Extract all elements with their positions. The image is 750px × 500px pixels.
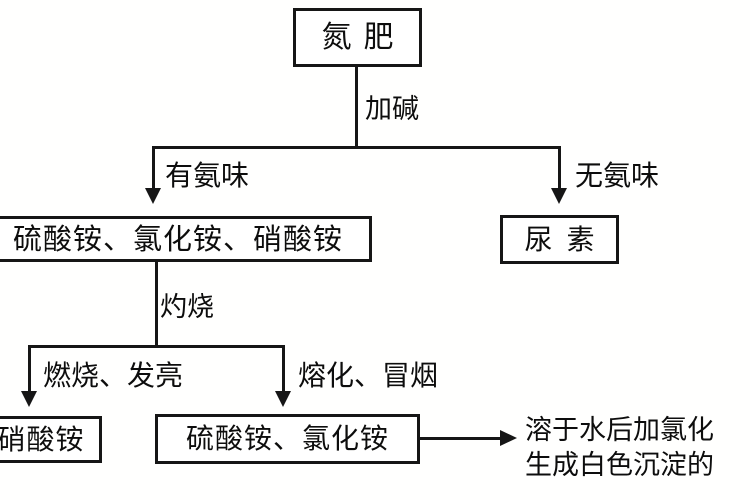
node-ammonium-salts-label: 硫酸铵、氯化铵、硝酸铵 [12,221,343,256]
note-white-precipitate: 溶于水后加氯化 生成白色沉淀的 [525,414,750,483]
connector-split-bar-bottom [28,345,285,348]
note-white-precipitate-line-1: 溶于水后加氯化 [525,415,714,446]
connector-branch-left-bottom [28,345,31,395]
connector-branch-right-bottom [282,345,285,395]
arrowhead-note [500,430,517,446]
node-ammonium-nitrate-label: 硝酸铵 [0,422,85,456]
connector-branch-right-top [558,146,561,192]
arrowhead-has-ammonia [145,188,161,204]
node-urea-label: 尿素 [524,222,609,256]
connector-ignite-stem [155,262,158,346]
edge-label-no-ammonia-smell: 无氨味 [575,159,660,192]
node-ammonium-nitrate: 硝酸铵 [0,416,102,463]
node-ammonium-salts: 硫酸铵、氯化铵、硝酸铵 [0,216,372,262]
connector-split-bar-top [152,146,561,149]
edge-label-add-alkali: 加碱 [365,94,419,125]
arrowhead-no-ammonia [551,188,567,204]
edge-label-melt-and-smoke: 熔化、冒烟 [298,359,439,392]
node-nitrogen-fertilizer-label: 氮肥 [321,19,406,55]
edge-label-burn-and-glow: 燃烧、发亮 [43,359,184,392]
node-nitrogen-fertilizer: 氮肥 [293,8,422,67]
node-sulfate-and-chloride: 硫酸铵、氯化铵 [155,414,420,464]
edge-label-has-ammonia-smell: 有氨味 [165,159,250,192]
node-urea: 尿素 [500,215,619,264]
edge-label-ignite: 灼烧 [160,292,214,323]
connector-root-stem [355,67,358,146]
arrowhead-burn-glow [21,391,37,407]
node-sulfate-and-chloride-label: 硫酸铵、氯化铵 [185,422,389,455]
connector-note-arrow-shaft [420,437,507,440]
connector-branch-left-top [152,146,155,192]
arrowhead-melt-smoke [275,391,291,407]
note-white-precipitate-line-2: 生成白色沉淀的 [525,449,714,481]
